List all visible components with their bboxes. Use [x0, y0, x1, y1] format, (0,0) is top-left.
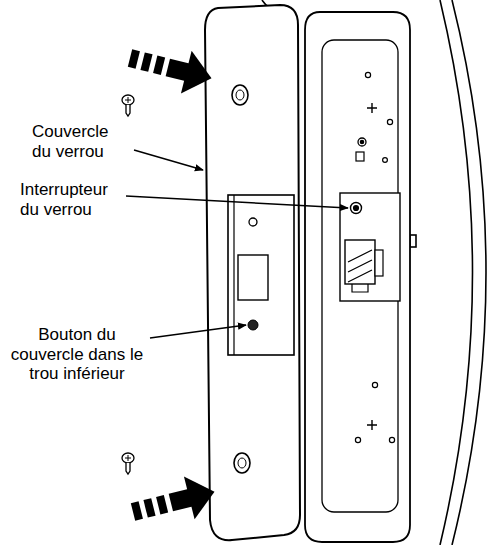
motion-arrow	[125, 37, 217, 100]
lock-cover	[205, 5, 300, 540]
motion-arrow	[128, 470, 220, 533]
callout-label: Couvercle du verrou	[32, 122, 124, 161]
door-panel	[305, 12, 410, 542]
screw	[122, 453, 134, 474]
callout-label: Interrupteur du verrou	[20, 180, 122, 219]
screw	[122, 95, 134, 116]
leader-line	[126, 150, 348, 338]
callout-label: Bouton du couvercle dans le trou inférie…	[6, 325, 148, 384]
